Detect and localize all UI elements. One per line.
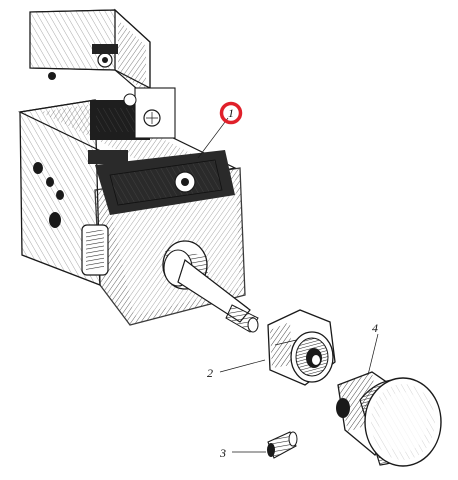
callout-label-2: 2 — [207, 366, 213, 380]
leader-line-1 — [197, 117, 229, 159]
leader-line-4 — [367, 333, 379, 376]
callout-label-1: 1 — [228, 106, 234, 120]
mounting-bracket — [29, 8, 151, 102]
leader-line-2 — [219, 359, 266, 373]
callout-label-4: 4 — [372, 321, 378, 335]
highlight-marker: 1 — [219, 101, 243, 125]
callout-label-3: 3 — [219, 446, 226, 460]
knob — [336, 371, 442, 467]
nut — [267, 309, 336, 386]
housing — [18, 87, 246, 326]
threaded-shaft — [162, 240, 259, 333]
switch-body — [18, 8, 259, 333]
set-screw — [267, 431, 298, 459]
